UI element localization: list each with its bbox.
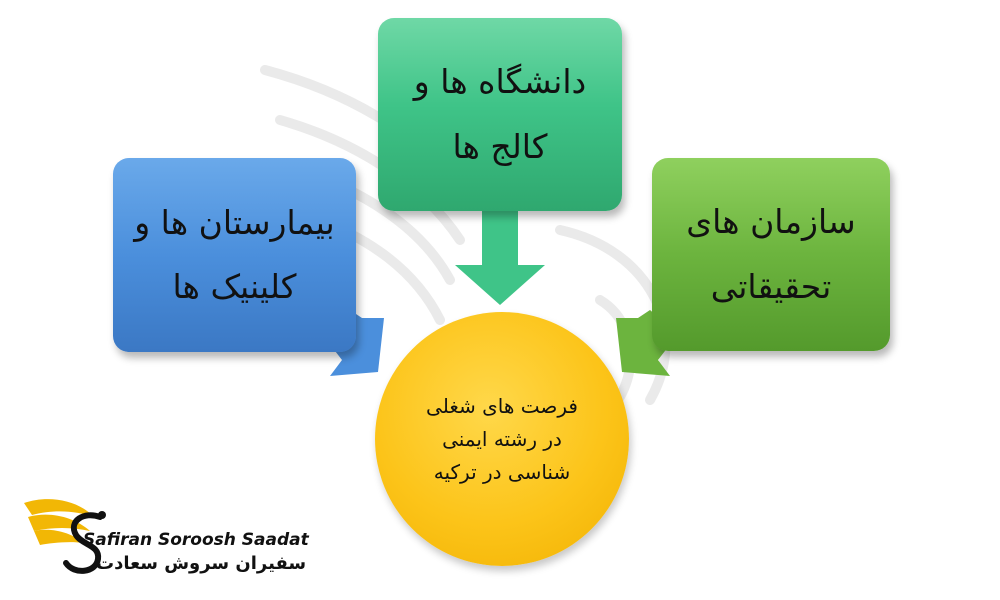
center-circle-label: فرصت های شغلی در رشته ایمنی شناسی در ترک… bbox=[426, 393, 578, 484]
box-research-organizations-label: سازمان های تحقیقاتی bbox=[686, 202, 856, 306]
logo-name-persian: سفیران سروش سعادت bbox=[96, 553, 307, 574]
box-hospitals-clinics-label: بیمارستان ها و کلینیک ها bbox=[134, 202, 335, 306]
logo-name-english: Safiran Soroosh Saadat bbox=[83, 530, 309, 550]
box-universities-colleges-label: دانشگاه ها و کالج ها bbox=[413, 62, 587, 166]
winged-s-logo-icon bbox=[24, 499, 106, 574]
arrow-down bbox=[455, 208, 545, 305]
box-universities-colleges: دانشگاه ها و کالج ها bbox=[378, 18, 622, 211]
box-hospitals-clinics: بیمارستان ها و کلینیک ها bbox=[113, 158, 356, 352]
box-research-organizations: سازمان های تحقیقاتی bbox=[652, 158, 890, 351]
center-circle-job-opportunities: فرصت های شغلی در رشته ایمنی شناسی در ترک… bbox=[375, 312, 629, 566]
